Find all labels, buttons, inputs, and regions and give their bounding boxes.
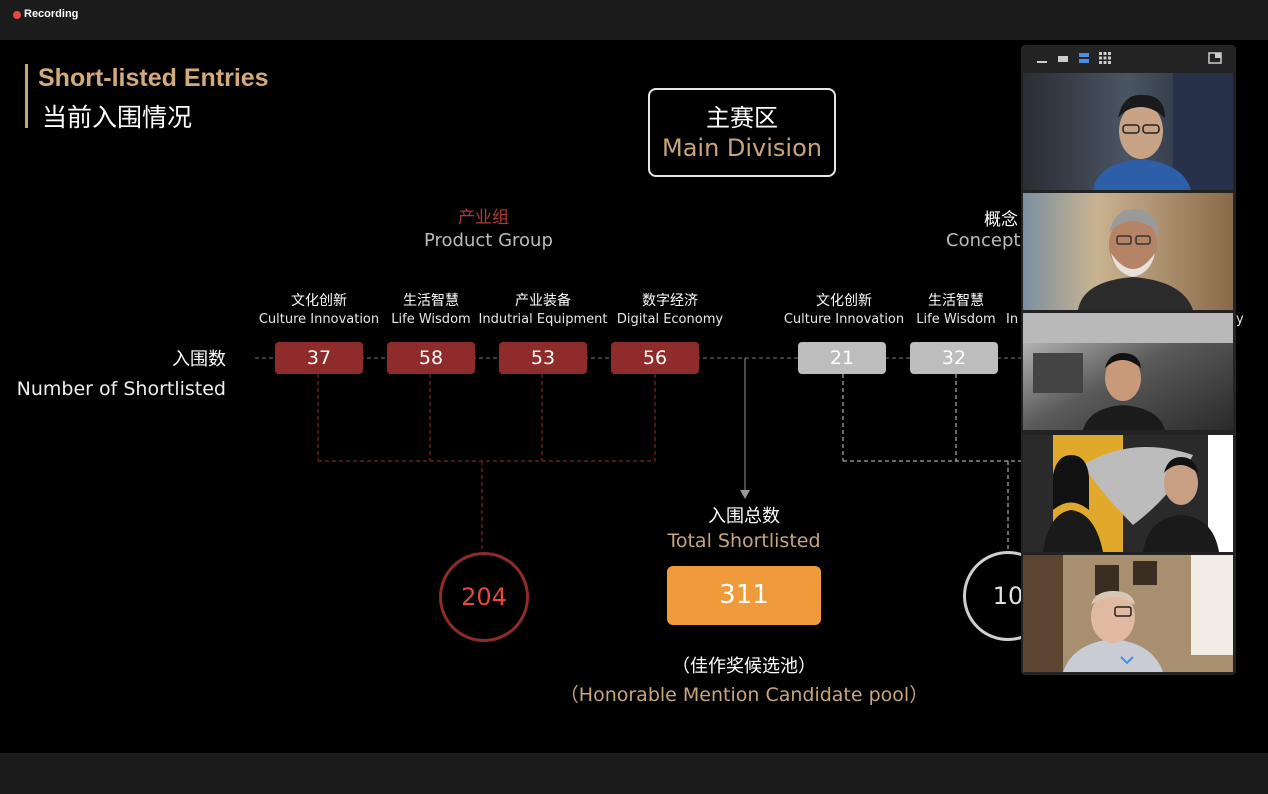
bottom-bar	[0, 753, 1268, 794]
category-label-en: Digital Economy	[616, 312, 724, 327]
count-pill: 32	[910, 342, 998, 374]
gallery-view-icon[interactable]	[1099, 52, 1111, 64]
total-value-box: 311	[667, 566, 821, 625]
slide-title-cn: 当前入围情况	[42, 103, 193, 132]
participant-3-icon	[1023, 313, 1233, 430]
category-label-en: Life Wisdom	[391, 312, 471, 327]
participant-5-icon	[1023, 555, 1233, 672]
concept-group-cn: 概念	[984, 210, 1018, 230]
slide-title-en: Short-listed Entries	[38, 64, 269, 92]
popout-icon[interactable]	[1208, 52, 1222, 64]
count-pill: 58	[387, 342, 475, 374]
video-panel	[1021, 45, 1236, 675]
participant-2-icon	[1023, 193, 1233, 310]
product-group-cn: 产业组	[458, 208, 509, 228]
participant-4-icon	[1023, 435, 1233, 552]
category-label-cn: 文化创新	[291, 293, 347, 309]
participant-video-tile[interactable]	[1023, 73, 1233, 190]
count-pill: 56	[611, 342, 699, 374]
category-label-en-cutoff: In	[1006, 312, 1019, 327]
recording-dot-icon	[13, 11, 21, 19]
concept-group-en: Concept	[946, 230, 1021, 251]
participant-video-tile[interactable]	[1023, 555, 1233, 672]
product-total-circle: 204	[439, 552, 529, 642]
speaker-view-icon[interactable]	[1078, 52, 1090, 64]
category-label-en: Culture Innovation	[783, 312, 905, 327]
pool-label-cn: （佳作奖候选池）	[672, 656, 816, 677]
top-bar: Recording	[0, 0, 1268, 40]
chevron-down-icon[interactable]	[1119, 655, 1135, 665]
category-label-cn: 文化创新	[816, 293, 872, 309]
count-pill: 21	[798, 342, 886, 374]
category-label-en: Culture Innovation	[258, 312, 380, 327]
category-label-en: Indutrial Equipment	[478, 312, 608, 327]
participant-video-tile[interactable]	[1023, 193, 1233, 310]
video-panel-toolbar	[1021, 45, 1236, 71]
category-label-cn: 产业装备	[515, 293, 571, 309]
row-label-cn: 入围数	[172, 349, 226, 370]
product-group-en: Product Group	[424, 230, 553, 251]
minimize-icon[interactable]	[1036, 52, 1048, 64]
total-label-cn: 入围总数	[708, 506, 780, 527]
recording-label: Recording	[24, 8, 79, 20]
category-label-en-cutoff: y	[1236, 312, 1244, 327]
division-title-en: Main Division	[661, 134, 822, 162]
title-accent-bar	[25, 64, 28, 128]
main-division-box: 主赛区 Main Division	[648, 88, 836, 177]
total-label-en: Total Shortlisted	[667, 530, 821, 552]
participant-video-tile[interactable]	[1023, 313, 1233, 430]
single-view-icon[interactable]	[1057, 52, 1069, 64]
count-pill: 37	[275, 342, 363, 374]
count-pill: 53	[499, 342, 587, 374]
pool-label-en: （Honorable Mention Candidate pool）	[559, 684, 929, 706]
division-title-cn: 主赛区	[706, 104, 778, 132]
category-label-cn: 数字经济	[642, 293, 698, 309]
category-label-cn: 生活智慧	[403, 293, 459, 309]
category-label-cn: 生活智慧	[928, 293, 984, 309]
connector-lines	[255, 357, 1021, 552]
row-label-en: Number of Shortlisted	[16, 378, 226, 400]
participant-1-icon	[1023, 73, 1233, 190]
participant-video-tile-active[interactable]	[1023, 435, 1233, 552]
category-label-en: Life Wisdom	[916, 312, 996, 327]
